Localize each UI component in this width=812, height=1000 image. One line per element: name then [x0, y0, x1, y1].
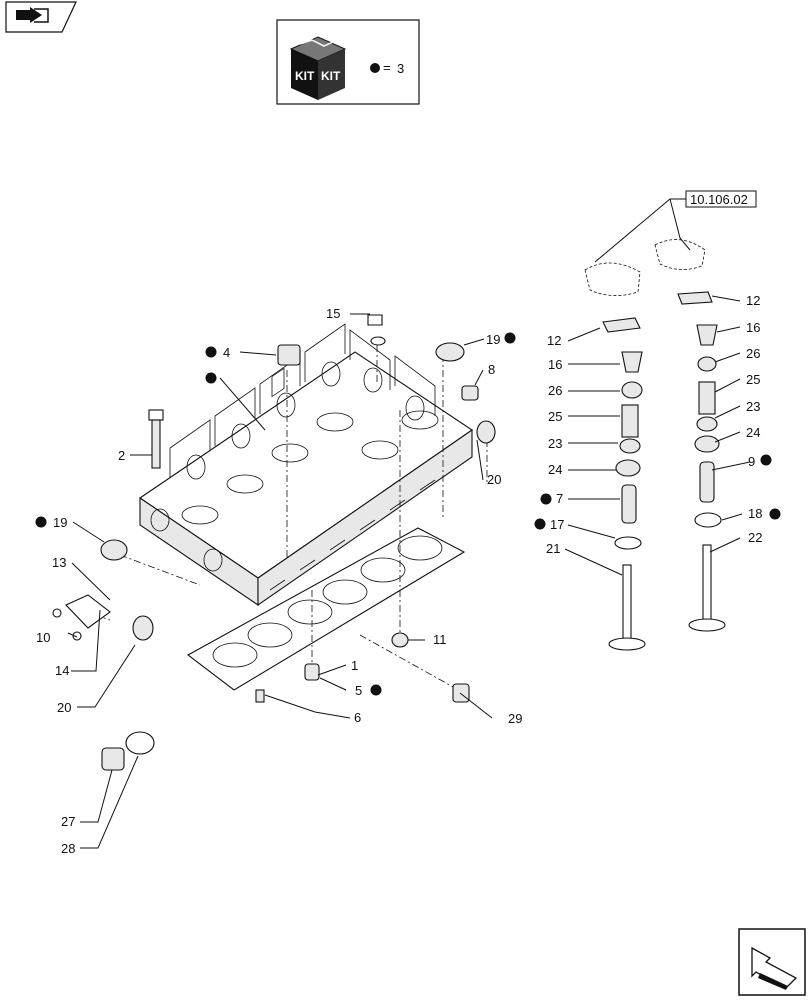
valve-train — [584, 239, 726, 651]
kit-equals: = — [383, 60, 391, 75]
callout-2: 2 — [118, 448, 125, 463]
callout-8: 8 — [488, 362, 495, 377]
callout-24-right: 24 — [746, 425, 760, 440]
book-arrow-icon[interactable] — [5, 1, 77, 33]
callout-24-left: 24 — [548, 462, 562, 477]
leader-lines — [67, 295, 751, 849]
callout-27: 27 — [61, 814, 75, 829]
kit-count: 3 — [397, 61, 404, 76]
callout-14: 14 — [55, 663, 69, 678]
kit-label-left: KIT — [295, 69, 315, 83]
callout-19-lower: 19 — [53, 515, 67, 530]
callout-4: 4 — [223, 345, 230, 360]
callout-12-right: 12 — [746, 293, 760, 308]
callout-25-left: 25 — [548, 409, 562, 424]
callout-7: 7 — [556, 491, 563, 506]
callout-28: 28 — [61, 841, 75, 856]
callout-20-lower: 20 — [57, 700, 71, 715]
callout-11: 11 — [433, 632, 447, 647]
callout-1: 1 — [351, 658, 358, 673]
head-gasket — [186, 527, 466, 691]
callout-23-left: 23 — [548, 436, 562, 451]
callout-15: 15 — [326, 306, 340, 321]
callout-13: 13 — [52, 555, 66, 570]
callout-10: 10 — [36, 630, 50, 645]
kit-label-right: KIT — [321, 69, 341, 83]
callout-26-left: 26 — [548, 383, 562, 398]
callout-12-left: 12 — [547, 333, 561, 348]
callout-17: 17 — [550, 517, 564, 532]
callout-9: 9 — [748, 454, 755, 469]
cylinder-head — [139, 323, 473, 607]
kit-box-icon: KIT KIT — [289, 36, 347, 100]
callout-labels: 15 4 19 8 2 20 19 13 10 14 20 1 11 5 6 2… — [36, 293, 762, 856]
kit-legend: KIT KIT = 3 — [276, 19, 420, 105]
next-page-arrow-icon[interactable] — [738, 928, 806, 996]
callout-20-upper: 20 — [487, 472, 501, 487]
kit-dot-symbol — [370, 63, 380, 73]
callout-26-right: 26 — [746, 346, 760, 361]
reference-text: 10.106.02 — [690, 192, 748, 207]
callout-29: 29 — [508, 711, 522, 726]
callout-16-left: 16 — [548, 357, 562, 372]
callout-21: 21 — [546, 541, 560, 556]
callout-5: 5 — [355, 683, 362, 698]
reference-box[interactable]: 10.106.02 — [594, 190, 757, 263]
callout-6: 6 — [354, 710, 361, 725]
callout-16-right: 16 — [746, 320, 760, 335]
callout-19-upper: 19 — [486, 332, 500, 347]
callout-18: 18 — [748, 506, 762, 521]
kit-dots — [35, 332, 781, 696]
callout-25-right: 25 — [746, 372, 760, 387]
callout-23-right: 23 — [746, 399, 760, 414]
callout-22: 22 — [748, 530, 762, 545]
